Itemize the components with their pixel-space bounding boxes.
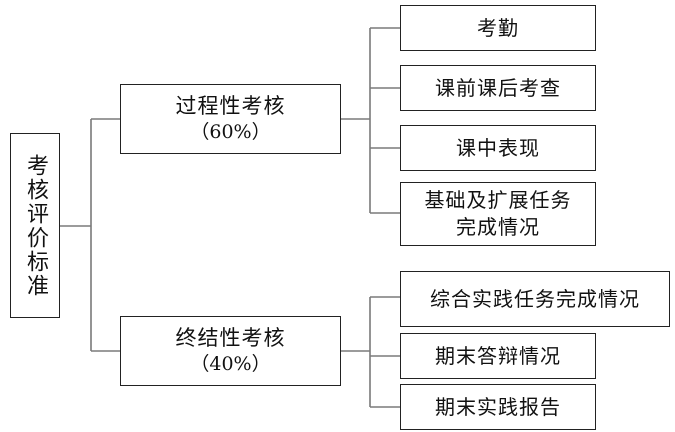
leaf-label: 课中表现 bbox=[456, 135, 540, 160]
leaf-label: 综合实践任务完成情况 bbox=[430, 286, 640, 311]
root-node: 考核评价标准 bbox=[10, 133, 60, 318]
leaf-label: 课前课后考查 bbox=[435, 75, 561, 100]
leaf-pre-post-class-check: 课前课后考查 bbox=[400, 65, 596, 111]
leaf-label-line-2: 完成情况 bbox=[456, 215, 540, 239]
leaf-basic-extended-tasks: 基础及扩展任务 完成情况 bbox=[400, 182, 596, 246]
process-assessment-title: 过程性考核 bbox=[175, 94, 286, 118]
leaf-comprehensive-practice: 综合实践任务完成情况 bbox=[400, 271, 670, 327]
final-assessment-percent: （40%） bbox=[190, 353, 271, 376]
leaf-label: 期末实践报告 bbox=[435, 394, 561, 419]
process-assessment-node: 过程性考核 （60%） bbox=[120, 84, 341, 154]
leaf-label: 考勤 bbox=[477, 15, 519, 40]
leaf-final-defense: 期末答辩情况 bbox=[400, 333, 596, 379]
leaf-in-class-performance: 课中表现 bbox=[400, 125, 596, 171]
process-assessment-percent: （60%） bbox=[190, 121, 271, 144]
final-assessment-node: 终结性考核 （40%） bbox=[120, 316, 341, 386]
leaf-attendance: 考勤 bbox=[400, 5, 596, 51]
leaf-label: 期末答辩情况 bbox=[435, 343, 561, 368]
final-assessment-title: 终结性考核 bbox=[175, 326, 286, 350]
root-label: 考核评价标准 bbox=[23, 153, 48, 298]
leaf-label-line-1: 基础及扩展任务 bbox=[424, 188, 572, 212]
leaf-final-practice-report: 期末实践报告 bbox=[400, 384, 596, 430]
